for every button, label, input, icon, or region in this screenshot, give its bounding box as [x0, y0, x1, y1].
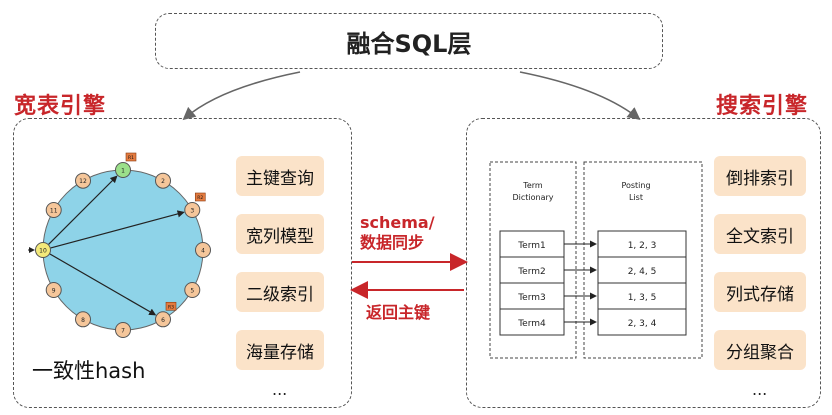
term-label-3: Term3 — [517, 293, 546, 303]
ring-arrows — [28, 175, 185, 316]
sql-layer-box: 融合SQL层 — [155, 13, 663, 69]
feature-group-aggregation: 分组聚合 — [714, 330, 806, 370]
posting-label-4: 2, 3, 4 — [628, 319, 657, 329]
posting-label-3: 1, 3, 5 — [628, 293, 657, 303]
posting-cell-3 — [597, 282, 687, 310]
right-more-dots: ... — [752, 380, 768, 399]
posting-label-2: 2, 4, 5 — [628, 267, 657, 277]
posting-cell-4 — [597, 308, 687, 336]
search-engine-title: 搜索引擎 — [716, 94, 809, 119]
ring-arrow-to-6 — [49, 253, 157, 316]
ring-node-label-5: 5 — [190, 288, 194, 295]
sync-label-line2: 数据同步 — [360, 233, 425, 252]
ring-node-6 — [155, 311, 171, 328]
replica-marker-label-R1: R1 — [128, 155, 134, 161]
ring-node-label-1: 1 — [121, 168, 125, 175]
posting-list-title-1: Posting — [621, 181, 650, 190]
posting-cell-1 — [597, 230, 687, 258]
inverted-index-diagram: Term Dictionary Posting List Term1 1, 2, … — [489, 161, 703, 359]
wide-table-engine-title: 宽表引擎 — [14, 94, 107, 119]
ring-node-3 — [184, 202, 201, 218]
ring-node-11 — [45, 202, 62, 218]
sql-to-search-arrow — [519, 71, 641, 120]
ring-node-label-11: 11 — [50, 208, 58, 215]
sync-label-line1: schema/ — [360, 213, 435, 232]
posting-list-box — [583, 161, 703, 359]
ring-node-1 — [115, 162, 131, 178]
feature-wide-column-model: 宽列模型 — [236, 214, 324, 254]
sql-layer-title: 融合SQL层 — [346, 29, 472, 58]
ring-node-10 — [35, 242, 51, 258]
feature-massive-storage: 海量存储 — [236, 330, 324, 370]
ring-node-label-9: 9 — [52, 288, 56, 295]
ring-node-label-7: 7 — [121, 328, 125, 335]
replica-marker-label-R2: R2 — [197, 195, 203, 201]
consistent-hash-caption: 一致性hash — [32, 359, 146, 383]
term-label-4: Term4 — [517, 319, 546, 329]
ring-node-label-12: 12 — [79, 178, 87, 185]
term-cell-1 — [499, 230, 565, 258]
term-cell-4 — [499, 308, 565, 336]
ring-node-label-6: 6 — [161, 317, 165, 324]
left-more-dots: ... — [272, 380, 288, 399]
term-dictionary-title-1: Term — [522, 181, 543, 190]
replica-marker-label-R3: R3 — [168, 304, 174, 310]
term-label-2: Term2 — [517, 267, 546, 277]
feature-columnar-storage: 列式存储 — [714, 272, 806, 312]
ring-node-4 — [195, 242, 211, 258]
replica-marker-R2 — [194, 192, 206, 202]
feature-full-text-index: 全文索引 — [714, 214, 806, 254]
term-label-1: Term1 — [517, 241, 546, 251]
term-rows: Term1 1, 2, 3 Term2 2, 4, 5 Term3 1, 3, 5 Term… — [499, 230, 687, 336]
return-key-label: 返回主键 — [366, 303, 431, 322]
ring-node-8 — [75, 311, 91, 328]
ring-node-label-8: 8 — [81, 317, 85, 324]
sync-label: schema/ 数据同步 — [360, 213, 435, 253]
feature-primary-key-query: 主键查询 — [236, 156, 324, 196]
ring-arrow-to-3 — [50, 210, 185, 249]
posting-label-1: 1, 2, 3 — [628, 241, 657, 251]
term-cell-3 — [499, 282, 565, 310]
ring-node-5 — [184, 282, 201, 298]
feature-inverted-index: 倒排索引 — [714, 156, 806, 196]
ring-circle — [42, 169, 204, 331]
ring-node-12 — [75, 172, 91, 189]
sql-to-wide-arrow — [182, 71, 301, 121]
replica-marker-R3 — [165, 301, 177, 311]
ring-node-label-4: 4 — [201, 248, 205, 255]
ring-node-label-2: 2 — [161, 178, 165, 185]
ring-node-9 — [45, 282, 62, 298]
ring-node-7 — [115, 322, 131, 338]
term-dictionary-title-2: Dictionary — [512, 193, 553, 202]
term-dictionary-box — [489, 161, 577, 359]
ring-node-label-10: 10 — [39, 248, 47, 255]
feature-secondary-index: 二级索引 — [236, 272, 324, 312]
ring-node-label-3: 3 — [190, 208, 194, 215]
ring-node-2 — [155, 172, 171, 189]
posting-list-title-2: List — [629, 193, 643, 202]
ring-arrow-to-1 — [48, 175, 118, 245]
replica-marker-R1 — [125, 152, 137, 162]
